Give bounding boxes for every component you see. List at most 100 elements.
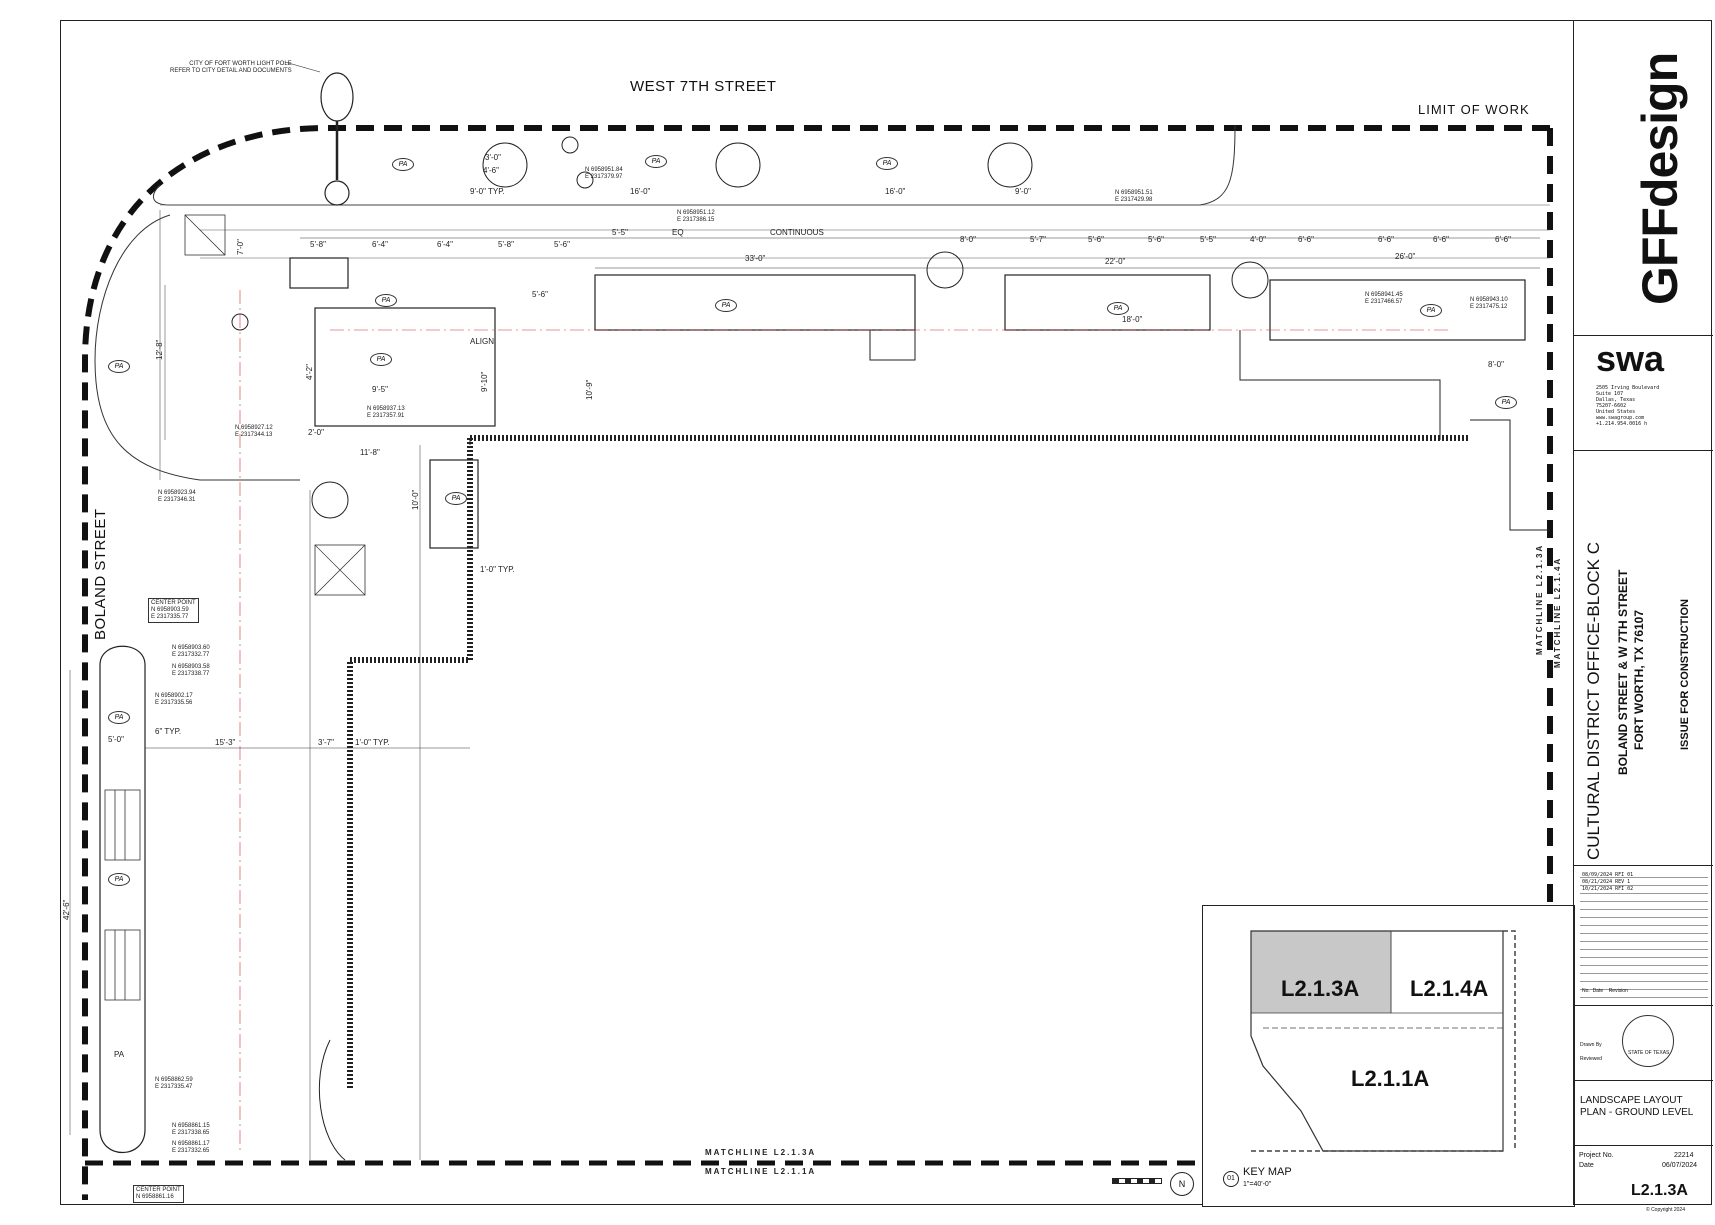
planting-area-tag: PA	[1420, 304, 1442, 317]
matchline-label: MATCHLINE L2.1.3A	[705, 1148, 817, 1157]
dimension-label: 5'-7"	[1030, 235, 1046, 244]
planting-area-tag: PA	[370, 353, 392, 366]
date-label: Date	[1579, 1162, 1594, 1169]
dimension-label: EQ	[672, 228, 684, 237]
dimension-label: 10'-9"	[585, 379, 594, 400]
limit-of-work-line	[82, 125, 1550, 1200]
graphic-scale-bar	[1112, 1178, 1162, 1184]
planting-area-label: PA	[114, 1050, 125, 1059]
issue-status: ISSUE FOR CONSTRUCTION	[1679, 599, 1691, 750]
copyright: © Copyright 2024	[1646, 1207, 1685, 1213]
swa-logo: swa	[1596, 338, 1665, 379]
project-address-line-2: FORT WORTH, TX 76107	[1632, 609, 1646, 750]
dimension-label: 4'-2"	[305, 364, 314, 380]
dimension-label: 11'-8"	[360, 448, 380, 457]
planting-area-tag: PA	[1107, 302, 1129, 315]
planting-area-tag: PA	[375, 294, 397, 307]
key-map-title: KEY MAP	[1243, 1166, 1292, 1178]
dimension-label: 6'-4"	[372, 240, 388, 249]
dimension-label: 9'-10"	[480, 371, 489, 392]
drawing-sheet	[60, 20, 1712, 1205]
dimension-label: 9'-0"	[1015, 187, 1031, 196]
dimension-label: 5'-6"	[554, 240, 570, 249]
key-map-scale: 1"=40'-0"	[1243, 1181, 1272, 1188]
dimension-label: 5'-8"	[310, 240, 326, 249]
planting-area-tag: PA	[108, 360, 130, 373]
dimension-label: CONTINUOUS	[770, 228, 824, 237]
matchline-label: MATCHLINE L2.1.1A	[705, 1167, 817, 1176]
matchline-label: MATCHLINE L2.1.4A	[1553, 556, 1562, 668]
dimension-label: 6'-6"	[1495, 235, 1511, 244]
dimension-label: 6'-6"	[1433, 235, 1449, 244]
dimension-label: 12'-8"	[155, 339, 164, 360]
dimension-label: 18'-0"	[1122, 315, 1143, 324]
project-name: CULTURAL DISTRICT OFFICE-BLOCK C	[1584, 542, 1603, 860]
dimension-label: 6" TYP.	[155, 727, 182, 736]
dimension-label: 3'-0"	[485, 153, 501, 162]
dimension-label: 1'-0" TYP.	[355, 738, 390, 747]
planting-area-tag: PA	[645, 155, 667, 168]
matchline-label: MATCHLINE L2.1.3A	[1535, 543, 1544, 655]
dimension-label: 8'-0"	[1488, 360, 1504, 369]
project-number-label: Project No.	[1579, 1152, 1614, 1159]
key-map-drawing	[1250, 930, 1516, 1152]
dimension-label: 5'-8"	[498, 240, 514, 249]
sheet-number: L2.1.3A	[1631, 1182, 1688, 1199]
dimension-label: 33'-0"	[745, 254, 766, 263]
planting-area-tag: PA	[445, 492, 467, 505]
limit-of-work-label: LIMIT OF WORK	[1418, 102, 1530, 117]
dimension-label: 4'-0"	[1250, 235, 1266, 244]
dimension-label: 16'-0"	[885, 187, 906, 196]
dimension-label: 6'-4"	[437, 240, 453, 249]
dimension-label: 8'-0"	[960, 235, 976, 244]
dimension-label: 15'-3"	[215, 738, 236, 747]
dimension-label: 16'-0"	[630, 187, 651, 196]
project-number: 22214	[1674, 1152, 1694, 1159]
dimension-label: 42'-6"	[62, 899, 71, 920]
dimension-label: 5'-0"	[108, 735, 124, 744]
dimension-label: 26'-0"	[1395, 252, 1416, 261]
planting-area-tag: PA	[108, 873, 130, 886]
project-address-line-1: BOLAND STREET & W 7TH STREET	[1616, 569, 1630, 775]
sheet-title: LANDSCAPE LAYOUT PLAN - GROUND LEVEL	[1580, 1095, 1694, 1118]
key-map-number: 01	[1223, 1171, 1239, 1187]
dimension-label: ALIGN	[470, 337, 495, 346]
key-map-label: L2.1.3A	[1281, 976, 1360, 1001]
planting-area-tag: PA	[392, 158, 414, 171]
gff-design-logo: GFFdesign	[1632, 52, 1688, 305]
dimension-label: 5'-6"	[532, 290, 548, 299]
dimension-label: 2'-0"	[308, 428, 324, 437]
dimension-label: 9'-0" TYP.	[470, 187, 505, 196]
dimension-label: 3'-7"	[318, 738, 334, 747]
dimension-label: 9'-5"	[372, 385, 388, 394]
planting-area-tag: PA	[108, 711, 130, 724]
north-arrow-icon: N	[1170, 1172, 1194, 1196]
dimension-label: 6'-6"	[1378, 235, 1394, 244]
dimension-label: 1'-0" TYP.	[480, 565, 515, 574]
dimension-label: 7'-0"	[236, 239, 245, 255]
professional-seal: STATE OF TEXAS	[1622, 1015, 1674, 1067]
boland-street-label: BOLAND STREET	[92, 508, 109, 640]
dimension-label: 5'-5"	[1200, 235, 1216, 244]
dimension-label: 22'-0"	[1105, 257, 1126, 266]
dimension-label: 5'-5"	[612, 228, 628, 237]
key-map-label: L2.1.4A	[1410, 976, 1489, 1001]
